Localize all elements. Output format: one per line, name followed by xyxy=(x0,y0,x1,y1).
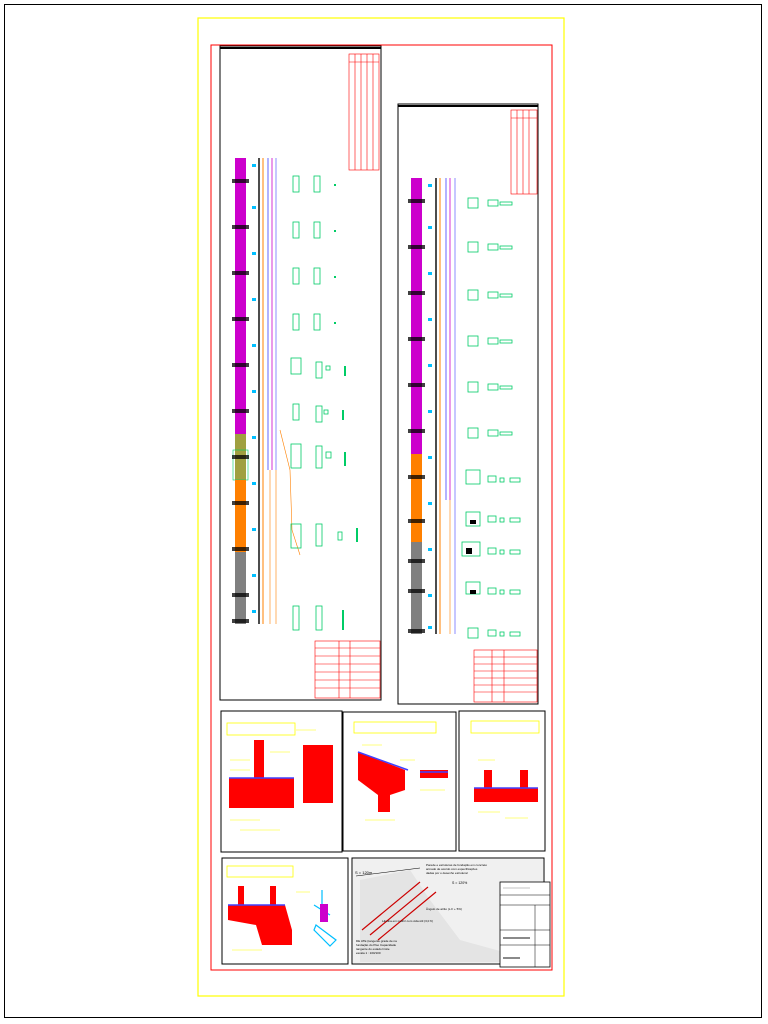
soil-magenta-right xyxy=(411,178,422,454)
detail-panel-4 xyxy=(221,857,349,965)
soil-gray xyxy=(235,552,246,624)
note-e: dadas por o desenho estrutural xyxy=(426,871,468,875)
note-j: tangente do estado limite xyxy=(356,947,390,951)
legend-table-right xyxy=(510,109,538,195)
soil-olive xyxy=(235,434,246,480)
profile-panel-right xyxy=(397,103,539,705)
soil-gray-right xyxy=(411,542,422,634)
note-d: armado de acordo com especificações xyxy=(426,867,478,871)
note-i: fundação do Piso Capacidade xyxy=(356,943,396,947)
table-right xyxy=(473,649,538,703)
title-block xyxy=(499,881,551,968)
inner-frame xyxy=(210,44,553,971)
outer-frame xyxy=(197,17,565,997)
note-a: S = 120m xyxy=(355,870,373,875)
note-b: S = 120% xyxy=(452,881,467,885)
profile-panel-left xyxy=(219,45,382,701)
detail-panel-3 xyxy=(458,710,546,852)
soil-orange-right xyxy=(411,454,422,542)
note-f: Ângulo de atrito (L.F + 5%) xyxy=(426,906,462,911)
soil-magenta xyxy=(235,158,246,434)
note-g: Lâmina em matriz com vida útil (3,0 ft) xyxy=(382,919,433,923)
soil-orange xyxy=(235,480,246,552)
table-left xyxy=(314,640,381,699)
note-c: Parede e estruturas de fundação em concr… xyxy=(426,863,487,867)
note-k: escala 1 : 100/100 xyxy=(356,951,381,955)
detail-panel-2 xyxy=(342,711,457,852)
note-h: DE ATE (tangente grade de na xyxy=(356,939,397,943)
detail-panel-1 xyxy=(220,710,343,853)
legend-table-left xyxy=(348,53,380,171)
page-border xyxy=(4,4,762,1018)
